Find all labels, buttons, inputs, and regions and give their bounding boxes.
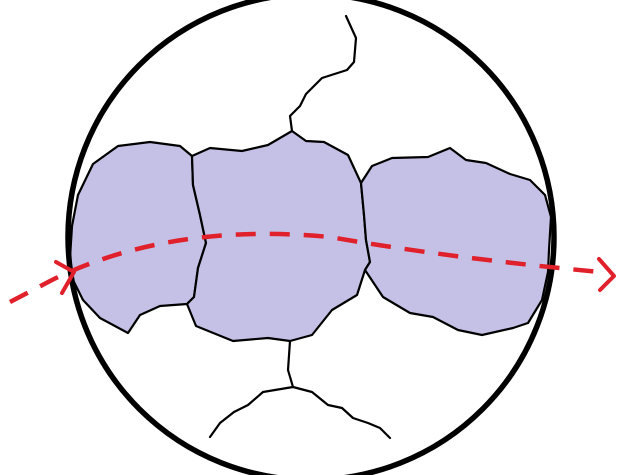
boundary-line-bottom-right	[293, 387, 390, 438]
boundary-line-top	[290, 16, 356, 131]
boundary-line-bottom	[210, 341, 293, 437]
shaded-region-right	[361, 148, 551, 335]
exit-arrow-chevron-right-icon	[599, 259, 614, 290]
